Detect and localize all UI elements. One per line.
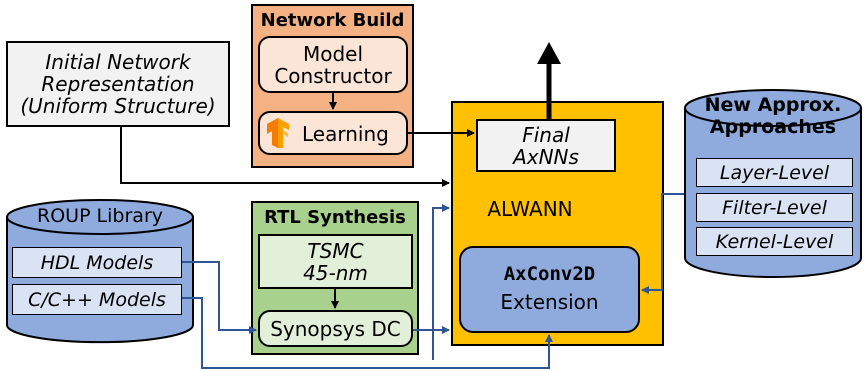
axconv2d-code: AxConv2D: [503, 263, 596, 285]
initial-network-box: Initial Network Representation (Uniform …: [6, 41, 230, 127]
model-constructor-box: Model Constructor: [258, 36, 408, 93]
final-axnns-box: Final AxNNs: [476, 119, 616, 172]
synopsys-dc-box: Synopsys DC: [258, 310, 413, 347]
tensorflow-icon: [264, 115, 292, 151]
tsmc-box: TSMC 45-nm: [258, 234, 413, 289]
alwann-label: ALWANN: [487, 197, 573, 221]
approx-to-axconv-arrow: [641, 193, 684, 294]
axconv2d-extension: Extension: [500, 290, 599, 314]
approx-item-kernel: Kernel-Level: [696, 227, 853, 256]
roup-item-hdl: HDL Models: [12, 247, 182, 278]
initial-to-alwann-arrow: [120, 127, 450, 187]
network-build-title: Network Build: [260, 9, 405, 31]
c-to-axconv-arrow: [182, 297, 553, 369]
roup-item-c: C/C++ Models: [12, 284, 182, 315]
learning-label: Learning: [302, 122, 389, 146]
roup-library-title: ROUP Library: [37, 205, 163, 227]
synthesis-to-alwann-arrow: [432, 204, 450, 360]
learning-box: Learning: [258, 111, 408, 155]
axconv2d-box: AxConv2D Extension: [459, 246, 640, 333]
rtl-synthesis-title: RTL Synthesis: [264, 206, 406, 228]
output-arrowhead: [537, 42, 561, 64]
new-approx-title: New Approx. Approaches: [704, 94, 842, 138]
approx-item-filter: Filter-Level: [696, 193, 853, 222]
hdl-to-synopsys-arrow: [182, 261, 257, 334]
approx-item-layer: Layer-Level: [696, 158, 853, 187]
